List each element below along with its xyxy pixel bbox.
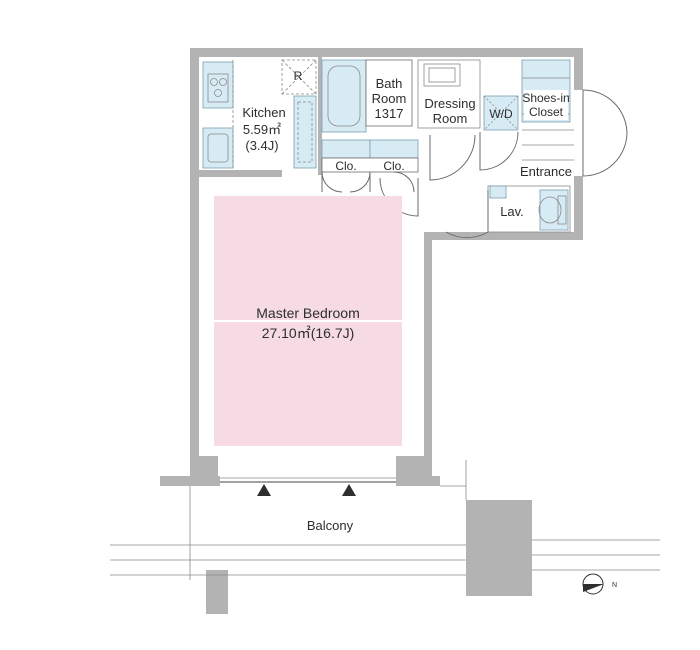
closets: Clo. Clo. xyxy=(321,139,419,217)
refrigerator xyxy=(281,59,317,95)
walls xyxy=(160,48,583,614)
bath-label-2: Room xyxy=(372,91,407,106)
entrance-label: Entrance xyxy=(520,164,572,179)
bath-label-1: Bath xyxy=(376,76,403,91)
closet-left-label: Clo. xyxy=(335,159,356,173)
kitchen-jo-label: (3.4J) xyxy=(245,138,278,153)
kitchen-label: Kitchen xyxy=(242,105,285,120)
entry-marker-right xyxy=(342,484,356,496)
bath-room: Bath Room 1317 xyxy=(321,59,413,133)
fridge-label: R xyxy=(294,69,303,83)
dressing-label-2: Room xyxy=(433,111,468,126)
bath-label-3: 1317 xyxy=(375,106,404,121)
lavatory: Lav. xyxy=(445,185,571,239)
compass-n-label: N xyxy=(612,582,617,589)
dressing-label-1: Dressing xyxy=(424,96,475,111)
shoes-label-1: Shoes-in xyxy=(522,91,569,105)
balcony-window xyxy=(220,477,396,496)
washer-dryer-space: W/D xyxy=(479,95,519,171)
wd-label: W/D xyxy=(489,107,513,121)
shoes-in-closet: Shoes-in Closet xyxy=(521,59,628,177)
master-bedroom: Master Bedroom 27.10㎡(16.7J) xyxy=(214,196,402,446)
closet-right-label: Clo. xyxy=(383,159,404,173)
lav-label: Lav. xyxy=(500,204,524,219)
bedroom-label: Master Bedroom xyxy=(256,305,359,321)
bedroom-area-label: 27.10㎡(16.7J) xyxy=(262,325,355,341)
entry-marker-left xyxy=(257,484,271,496)
shoes-label-2: Closet xyxy=(529,105,564,119)
dressing-room: Dressing Room xyxy=(417,59,481,181)
balcony-label: Balcony xyxy=(307,518,354,533)
kitchen-area: Kitchen 5.59㎡ (3.4J) R xyxy=(202,59,317,169)
north-arrow: N xyxy=(582,573,617,595)
balcony: Balcony xyxy=(110,460,660,580)
kitchen-area-label: 5.59㎡ xyxy=(243,122,281,137)
cooktop xyxy=(202,61,234,109)
